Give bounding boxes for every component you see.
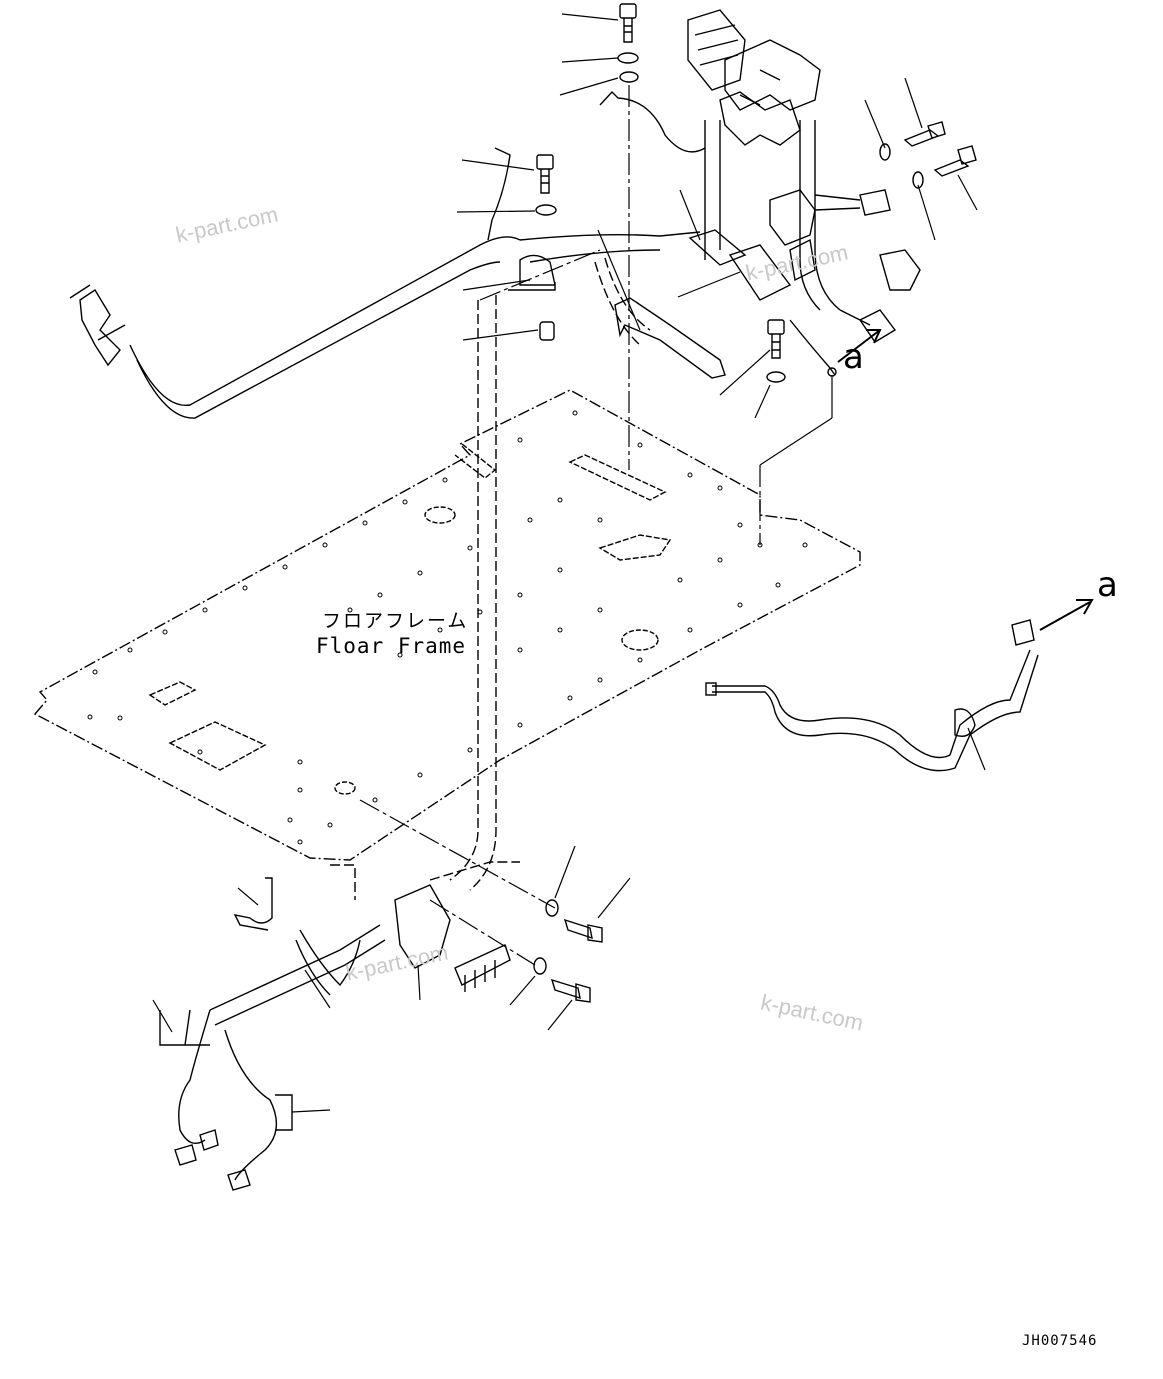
lower-connector-block	[394, 884, 451, 969]
clamp-bracket	[614, 297, 726, 379]
floor-frame-slot-2	[598, 534, 672, 561]
washer-top-2	[619, 71, 639, 83]
lower-bolt-1	[563, 918, 603, 943]
floor-frame-hole-3	[334, 781, 356, 795]
washer-upper-left	[535, 204, 557, 216]
harness-upper-run	[129, 236, 521, 419]
lower-right-connector	[839, 249, 921, 343]
lower-branch-harness	[178, 1009, 278, 1181]
view-marker-top: a	[843, 337, 864, 377]
view-marker-right: a	[1097, 565, 1118, 605]
side-connector-right	[814, 189, 891, 216]
lower-ground-strap	[233, 877, 273, 931]
floor-frame-bolt-holes	[87, 410, 808, 845]
lower-duct	[295, 929, 361, 996]
lower-connection-hidden	[330, 861, 520, 900]
fuse-box	[687, 9, 746, 91]
spacer-collar	[539, 321, 555, 341]
washer-right-2	[912, 171, 924, 189]
bolt-right-2	[933, 145, 977, 177]
tube-sleeve-2	[728, 244, 792, 301]
floor-frame-hole-1	[424, 506, 456, 524]
view-arrow-right	[1039, 599, 1094, 631]
detail-harness	[712, 649, 1039, 772]
detail-clip	[954, 708, 976, 737]
ground-wire-upper-left	[487, 147, 511, 241]
terminal-strip	[454, 944, 511, 992]
floor-frame-label-jp: フロアフレーム	[322, 610, 469, 632]
lower-harness-run	[209, 924, 386, 1026]
leader-lines	[359, 13, 978, 966]
relay-cluster	[719, 91, 801, 146]
mid-connectors	[769, 189, 816, 282]
floor-frame-slot-1	[568, 454, 667, 501]
detail-connector	[1011, 619, 1035, 646]
washer-right-1	[879, 143, 891, 161]
washer-center	[766, 371, 786, 383]
harness-trunk-hidden	[449, 295, 497, 891]
lower-washer-2	[533, 957, 547, 975]
right-harness-column	[704, 120, 841, 311]
lower-bolt-2	[550, 978, 591, 1003]
clamp-group-left	[159, 1009, 210, 1046]
bolt-center	[767, 319, 785, 359]
floor-frame-notch	[454, 443, 497, 479]
lower-connectors	[174, 1129, 251, 1191]
view-arrow-top	[837, 329, 882, 363]
bolt-right-1	[903, 121, 946, 147]
left-clamp	[508, 254, 556, 291]
detail-harness-end	[705, 682, 717, 696]
lower-washer-1	[545, 899, 559, 917]
clamp-group-right	[275, 1094, 293, 1131]
upper-connectors	[724, 39, 821, 111]
leader-detail-clip	[967, 727, 986, 771]
floor-frame-hole-2	[621, 629, 659, 651]
floor-frame-slot-3	[148, 681, 197, 706]
dashed-harness-mid	[594, 257, 651, 346]
left-connector-bundle	[69, 284, 126, 367]
ground-wire-top	[599, 90, 706, 153]
ground-lead-a	[789, 319, 836, 376]
bolt-top-center	[619, 3, 637, 43]
drawing-code: JH007546	[1022, 1333, 1098, 1349]
floor-frame-hatch	[168, 721, 267, 771]
bolt-upper-left	[536, 154, 554, 194]
tube-sleeve-1	[688, 229, 747, 266]
leader-lines-lower	[152, 845, 631, 1113]
floor-frame-outline	[33, 389, 861, 861]
washer-top-1	[617, 52, 639, 64]
floor-frame-label-en: Floar Frame	[316, 634, 467, 658]
